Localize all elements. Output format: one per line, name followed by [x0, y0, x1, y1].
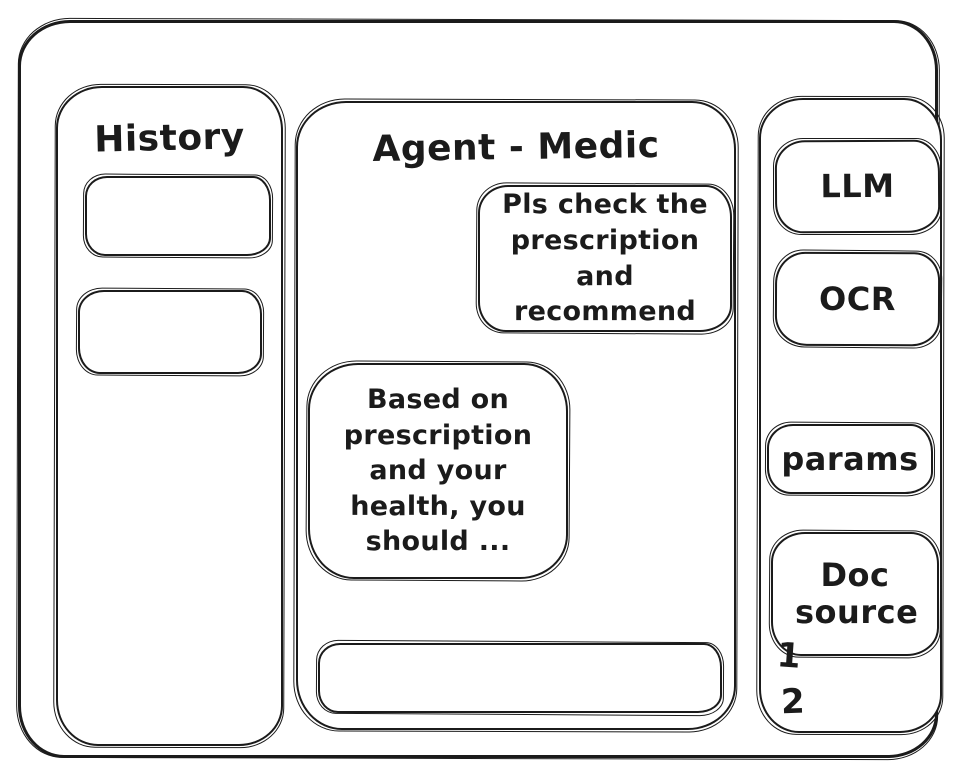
params-button-label: params: [781, 439, 919, 478]
assistant-message-bubble: Based on prescription and your health, y…: [308, 363, 568, 579]
annotation-number-2: 2: [780, 681, 806, 723]
ocr-button-label: OCR: [819, 279, 896, 318]
history-item-slot-1[interactable]: [85, 176, 271, 256]
chat-title: Agent - Medic: [372, 124, 660, 171]
doc-source-button-label: Doc source: [795, 556, 919, 631]
tools-sidebar: LLM OCR params Doc source 1 2: [759, 98, 942, 733]
llm-button[interactable]: LLM: [774, 139, 941, 234]
app-window-frame: History Agent - Medic Pls check the pres…: [18, 20, 942, 758]
llm-button-label: LLM: [820, 166, 895, 206]
message-input[interactable]: [318, 643, 722, 713]
doc-source-button[interactable]: Doc source: [771, 532, 939, 656]
user-message-bubble: Pls check the prescription and recommend: [478, 185, 732, 332]
params-button[interactable]: params: [767, 424, 933, 494]
history-item-slot-2[interactable]: [78, 290, 262, 374]
history-title: History: [93, 116, 246, 161]
ocr-button[interactable]: OCR: [774, 251, 941, 347]
chat-panel: Agent - Medic Pls check the prescription…: [296, 101, 736, 730]
annotation-number-1: 1: [775, 635, 803, 677]
history-sidebar: History: [56, 86, 283, 746]
